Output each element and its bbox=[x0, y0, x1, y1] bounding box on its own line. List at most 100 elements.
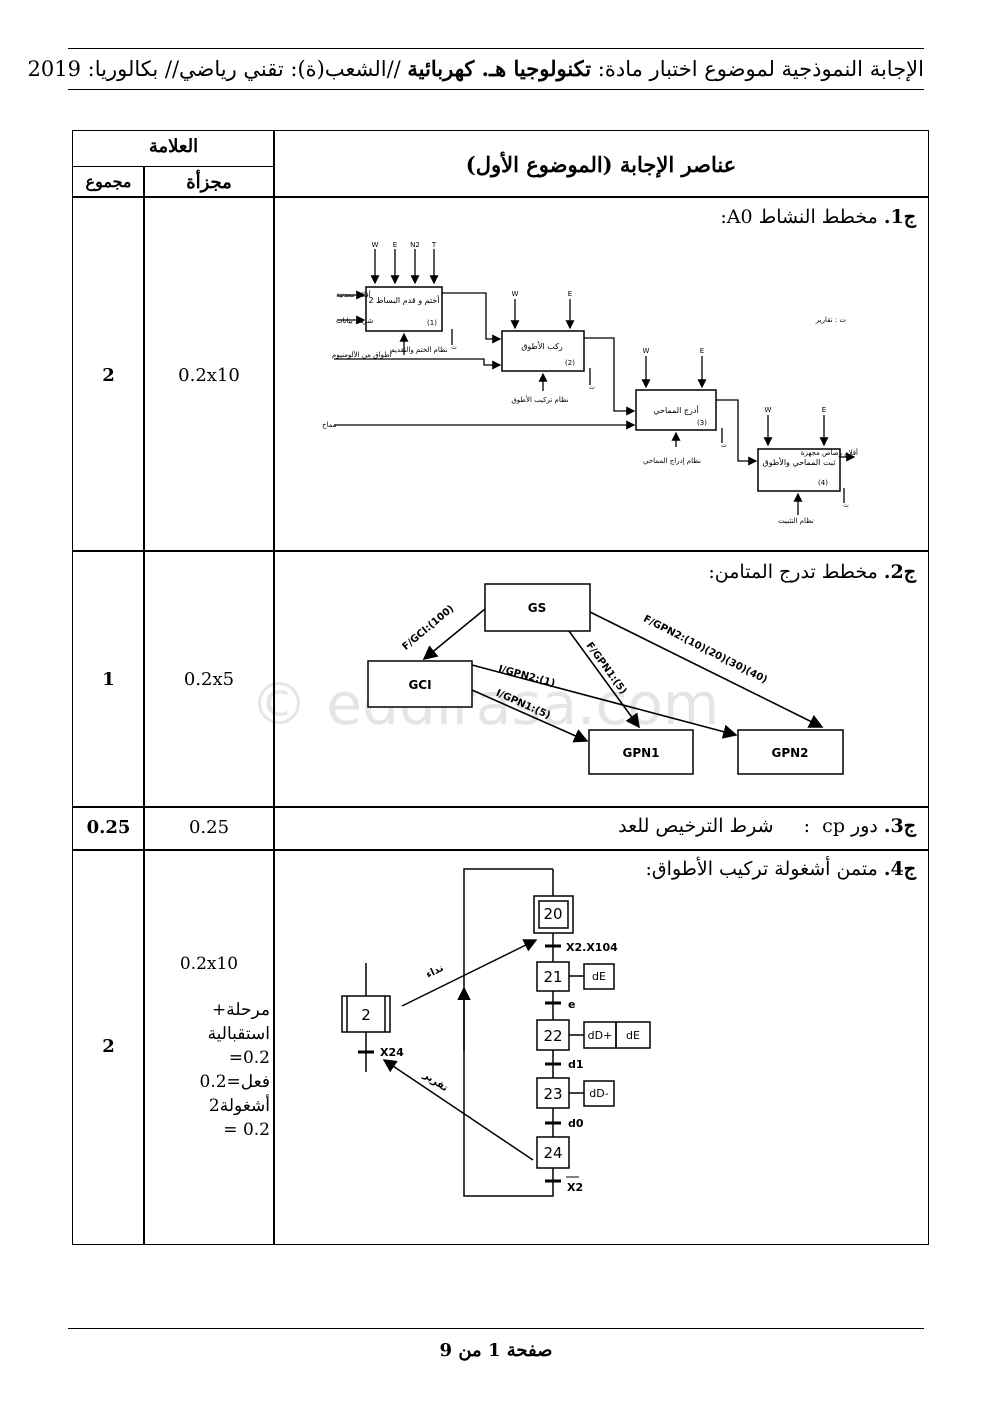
q1-loss-2: ت bbox=[589, 384, 595, 391]
link-gci-gpn2: I/GPN2:(1) bbox=[497, 664, 556, 690]
q3-title-text: دور cp : شرط الترخيص للعد bbox=[618, 815, 884, 837]
q1-partial-cell bbox=[143, 196, 275, 552]
link-gs-gpn1: F/GPN1:(5) bbox=[584, 640, 629, 696]
node-gpn2 bbox=[737, 729, 844, 775]
q4-partial-1: 0.2x10 bbox=[179, 954, 239, 974]
main-header-cell bbox=[273, 130, 929, 198]
transition-23-24: d0 bbox=[568, 1117, 584, 1130]
q2-total: 1 bbox=[102, 669, 115, 690]
partial-header: مجزأة bbox=[186, 172, 232, 193]
q1-loss-4: ت bbox=[843, 502, 849, 509]
q1-box2-mech: نظام تركيب الأطوق bbox=[511, 395, 568, 404]
q1-box3-num: (3) bbox=[697, 419, 707, 427]
q1-title: ج1. مخطط النشاط A0: bbox=[720, 206, 916, 228]
node-gpn1-label: GPN1 bbox=[622, 746, 659, 760]
transition-24-20: X2 bbox=[567, 1181, 583, 1194]
q1-box4-num: (4) bbox=[818, 479, 828, 487]
arrow-call-label: نداء bbox=[424, 963, 445, 981]
q4-partial-cell bbox=[143, 849, 275, 1245]
q1-box3-w: W bbox=[643, 347, 650, 355]
node-gci-label: GCI bbox=[408, 678, 431, 692]
q4-label: ج4. bbox=[883, 858, 916, 880]
q3-title: ج3. دور cp : شرط الترخيص للعد bbox=[618, 815, 916, 837]
q1-box2-e: E bbox=[568, 290, 572, 298]
footer-line bbox=[68, 1328, 924, 1329]
q4-partial-2: مرحلة+ استقبالية bbox=[207, 1000, 270, 1044]
q1-title-text: مخطط النشاط A0: bbox=[720, 206, 884, 228]
q1-box1-label: أختم و قدم البساط 2 bbox=[368, 295, 439, 305]
q4-partial-block: 0.2x10 مرحلة+ استقبالية 0.2= فعل=0.2 أشغ… bbox=[148, 952, 270, 1142]
transition-2: X24 bbox=[380, 1046, 404, 1059]
q1-box4-e: E bbox=[822, 406, 826, 414]
a0-activity-diagram: W E N2 T W E W E W E أقلام معدنية شريط ب… bbox=[322, 241, 858, 525]
q2-partial-cell bbox=[143, 550, 275, 808]
node-gs-label: GS bbox=[528, 601, 547, 615]
q1-input-1: أقلام معدنية bbox=[336, 290, 371, 299]
q2-title-text: مخطط تدرج المتامن: bbox=[708, 561, 884, 583]
node-gs bbox=[484, 583, 591, 632]
total-header-cell bbox=[72, 166, 145, 198]
node-gpn2-label: GPN2 bbox=[771, 746, 808, 760]
answer-table: العلامة مجموع مجزأة عناصر الإجابة (الموض… bbox=[72, 130, 929, 1245]
q1-box3-label: أدرج المماحي bbox=[653, 405, 698, 415]
q3-total-cell bbox=[72, 806, 145, 851]
page-footer: صفحة 1 من 9 bbox=[439, 1340, 553, 1361]
main-header: عناصر الإجابة (الموضوع الأول) bbox=[465, 152, 737, 177]
q1-box4-mech: نظام التثبيت bbox=[778, 517, 814, 525]
q1-label: ج1. bbox=[883, 206, 916, 228]
q1-box1-mech: نظام الختم والتقديم bbox=[390, 346, 447, 354]
transition-22-23: d1 bbox=[568, 1058, 584, 1071]
q2-label: ج2. bbox=[883, 561, 916, 583]
step-24: 24 bbox=[543, 1144, 562, 1162]
q1-box3-e: E bbox=[700, 347, 704, 355]
q1-note: ت : تقارير bbox=[815, 316, 847, 324]
q1-ctrl-w: W bbox=[372, 241, 379, 249]
q1-partial: 0.2x10 bbox=[178, 365, 240, 386]
q1-loss-1: ت bbox=[451, 344, 457, 351]
q3-partial-cell bbox=[143, 806, 275, 851]
q4-partial-3: 0.2= bbox=[228, 1048, 270, 1068]
q4-partial-5: أشغولة2 bbox=[208, 1096, 270, 1116]
q4-title-text: متمن أشغولة تركيب الأطواق: bbox=[645, 858, 884, 880]
transition-20-21: X2.X104 bbox=[566, 941, 618, 954]
link-gs-gpn2: F/GPN2:(10)(20)(30)(40) bbox=[641, 614, 769, 686]
q1-box2-w: W bbox=[512, 290, 519, 298]
q3-total: 0.25 bbox=[86, 817, 131, 838]
q1-box2-label: ركب الأطوق bbox=[521, 341, 563, 351]
step-2: 2 bbox=[361, 1006, 371, 1024]
grafcet-diagram: 20 21 22 23 24 2 dE dD+ dE dD- X2.X104 e… bbox=[341, 868, 651, 1197]
q1-output: أقلام رصاص مجهزة bbox=[801, 448, 858, 457]
header-text-b: //الشعب(ة): تقني رياضي// بكالوريا: 2019 bbox=[27, 57, 408, 81]
link-gs-gci: F/GCI:(100) bbox=[400, 603, 456, 652]
step-23: 23 bbox=[543, 1085, 562, 1103]
total-header: مجموع bbox=[85, 172, 132, 191]
q3-partial: 0.25 bbox=[188, 817, 230, 838]
q1-box3-mech: نظام إدراج المماحي bbox=[643, 457, 701, 465]
q4-partial-6: 0.2 = bbox=[223, 1120, 270, 1140]
q4-total: 2 bbox=[102, 1036, 115, 1057]
link-gci-gpn1: I/GPN1:(5) bbox=[494, 688, 552, 722]
q1-ctrl-n2: N2 bbox=[410, 241, 420, 249]
step-21: 21 bbox=[543, 968, 562, 986]
q2-body-cell bbox=[273, 550, 929, 808]
q1-box4-w: W bbox=[765, 406, 772, 414]
step-20: 20 bbox=[543, 905, 562, 923]
grafcet-hierarchy-diagram: GS GCI GPN1 GPN2 F/GCI:(100) F/GPN1:(5) … bbox=[367, 583, 844, 775]
header-text-a: الإجابة النموذجية لموضوع اختبار مادة: bbox=[591, 57, 924, 81]
node-gpn1 bbox=[588, 729, 694, 775]
q2-title: ج2. مخطط تدرج المتامن: bbox=[708, 561, 916, 583]
q4-body-cell bbox=[273, 849, 929, 1245]
partial-header-cell bbox=[143, 166, 275, 198]
q1-box4-label: ثبت المماحي والأطوق bbox=[763, 457, 836, 467]
action-21: dE bbox=[592, 970, 606, 983]
header-subject: تكنولوجيا هـ. كهربائية bbox=[407, 56, 592, 81]
q1-body-cell bbox=[273, 196, 929, 552]
q4-title: ج4. متمن أشغولة تركيب الأطواق: bbox=[646, 858, 916, 880]
q1-input-2: شريط بيانات bbox=[336, 317, 374, 325]
action-22a: dD+ bbox=[588, 1029, 613, 1042]
q2-total-cell bbox=[72, 550, 145, 808]
q1-box1-num: (1) bbox=[427, 319, 437, 327]
q3-body-cell bbox=[273, 806, 929, 851]
q3-label: ج3. bbox=[883, 815, 916, 837]
node-gci bbox=[367, 660, 473, 708]
